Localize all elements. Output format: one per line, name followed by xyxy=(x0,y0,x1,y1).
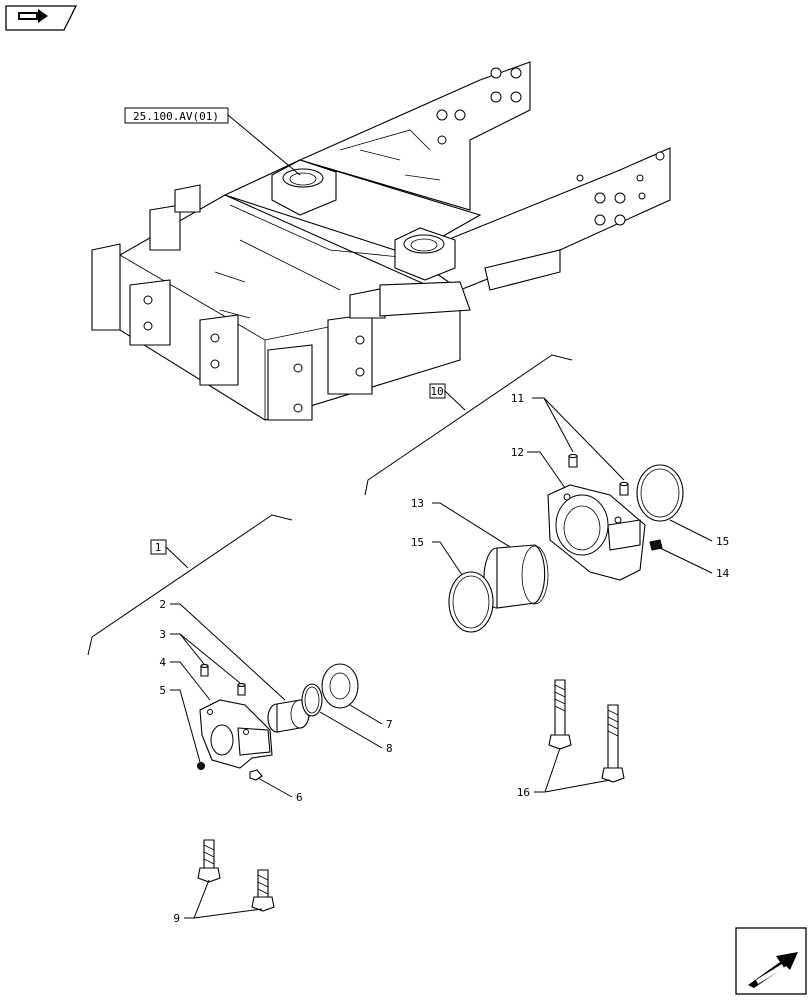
label-3: 3 xyxy=(159,628,166,641)
leader-3 xyxy=(170,633,241,684)
leader-4 xyxy=(170,661,211,701)
leader-9 xyxy=(184,879,263,919)
frame-assembly xyxy=(91,61,671,421)
label-15b: 15 xyxy=(716,535,729,548)
part-14-grease-fitting xyxy=(649,539,663,551)
leader-16 xyxy=(534,747,611,793)
part-11-pin-b xyxy=(619,481,629,496)
reference-leader xyxy=(227,114,301,176)
leader-2 xyxy=(170,603,286,701)
part-15-ring-right xyxy=(636,464,684,522)
label-13: 13 xyxy=(411,497,424,510)
part-12-bearing-housing xyxy=(547,484,646,581)
label-15a: 15 xyxy=(411,536,424,549)
leader-6 xyxy=(257,777,293,798)
group-10: 10 xyxy=(364,354,573,496)
part-16-bolt-a xyxy=(548,679,572,750)
part-6-nut xyxy=(249,769,263,781)
group-1: 1 xyxy=(87,514,293,656)
group-10-label: 10 xyxy=(430,385,443,398)
part-15-ring-left xyxy=(448,571,494,633)
leader-15a xyxy=(432,541,463,576)
leader-14 xyxy=(659,547,713,574)
part-8-ring xyxy=(301,683,323,717)
part-9-bolt-a xyxy=(197,839,221,883)
reference-label: 25.100.AV(01) xyxy=(133,110,219,123)
leader-13 xyxy=(432,502,511,548)
label-5: 5 xyxy=(159,684,166,697)
label-2: 2 xyxy=(159,598,166,611)
leader-5 xyxy=(170,689,201,763)
next-navigation-button[interactable] xyxy=(735,927,807,995)
label-16: 16 xyxy=(517,786,530,799)
part-11-pin-a xyxy=(568,453,578,468)
reference-link[interactable]: 25.100.AV(01) xyxy=(124,107,229,124)
part-5-grease-fitting xyxy=(197,762,205,770)
label-4: 4 xyxy=(159,656,166,669)
leader-8 xyxy=(319,711,383,749)
label-6: 6 xyxy=(296,791,303,804)
part-4-bracket xyxy=(199,699,273,769)
label-9: 9 xyxy=(173,912,180,925)
group-1-label: 1 xyxy=(155,541,162,554)
part-13-bushing xyxy=(483,544,549,609)
label-14: 14 xyxy=(716,567,730,580)
label-11: 11 xyxy=(511,392,524,405)
leader-15b xyxy=(669,519,713,542)
label-8: 8 xyxy=(386,742,393,755)
label-7: 7 xyxy=(386,718,393,731)
back-arrow-icon xyxy=(18,9,48,23)
leader-11 xyxy=(532,397,625,481)
label-12: 12 xyxy=(511,446,524,459)
part-7-washer xyxy=(321,663,359,709)
part-16-bolt-b xyxy=(601,704,625,783)
back-navigation-button[interactable] xyxy=(5,5,78,31)
leader-7 xyxy=(349,704,383,725)
part-9-bolt-b xyxy=(251,869,275,912)
part-3-pin-a xyxy=(200,664,209,677)
next-arrow-icon xyxy=(748,952,798,988)
leader-12 xyxy=(527,451,566,489)
part-3-pin-b xyxy=(237,683,246,696)
